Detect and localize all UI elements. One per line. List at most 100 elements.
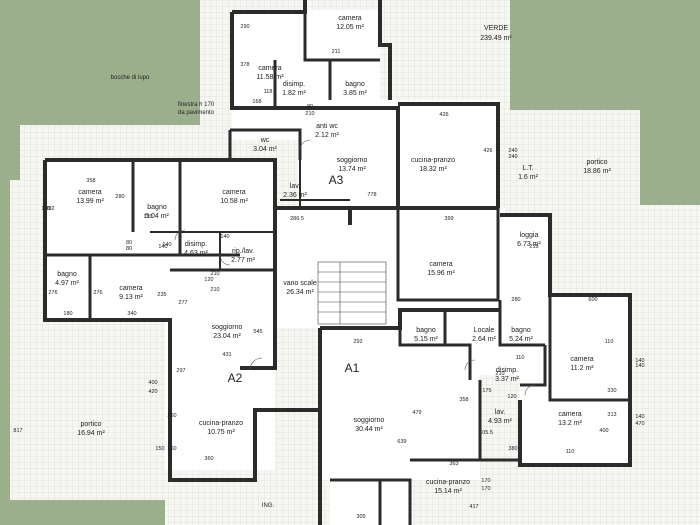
dimension-label: 276: [93, 290, 102, 296]
room-area-cucina-a2: 10.75 m²: [207, 429, 235, 436]
dimension-label: 313: [607, 412, 616, 418]
dimension-label: 276: [48, 290, 57, 296]
room-name-camera-a2-3: camera: [119, 285, 142, 292]
room-area-disimp-a2: 4.63 m²: [184, 250, 208, 257]
dimension-label: 420: [148, 389, 157, 395]
note-finestra-2: da pavimento: [178, 110, 215, 116]
room-area-vano-scale: 26.34 m²: [286, 289, 314, 296]
unit-label-a1: A1: [345, 361, 360, 375]
dimension-label: 399: [444, 216, 453, 222]
room-name-cucina-a2: cucina-pranzo: [199, 420, 243, 427]
room-name-camera-a3: camera: [258, 65, 281, 72]
dimension-label: 639: [397, 439, 406, 445]
room-name-camera-a2-2: camera: [222, 189, 245, 196]
room-area-soggiorno-a1: 30.44 m²: [355, 426, 383, 433]
room-name-disimp-a2: disimp.: [185, 241, 207, 248]
dimension-label: 286.5: [290, 216, 304, 222]
room-name-camera-top: camera: [338, 15, 361, 22]
room-area-portico-a2: 16.94 m²: [77, 430, 105, 437]
dimension-label: 426: [483, 148, 492, 154]
dimension-label: 80: [126, 240, 132, 246]
dimension-label: 140: [635, 414, 644, 420]
green-area-value: 239.49 m²: [480, 35, 512, 42]
room-name-loggia: loggia: [520, 232, 539, 239]
dimension-label: 479: [412, 410, 421, 416]
dimension-label: 280: [511, 297, 520, 303]
dimension-label: 240: [508, 154, 517, 160]
room-name-rip-a2: rip./lav.: [232, 248, 254, 255]
note-bocche: bocche di lupo: [111, 75, 150, 81]
dimension-label: 290: [240, 24, 249, 30]
room-area-camera-a2-1: 13.99 m²: [76, 198, 104, 205]
dimension-label: 363: [449, 461, 458, 467]
room-area-camera-a1-2: 11.2 m²: [570, 365, 594, 372]
room-name-antiwc-a3: anti wc: [316, 123, 338, 130]
note-finestra-1: finestra h 170: [178, 102, 215, 108]
dimension-label: 140: [158, 244, 167, 250]
room-name-camera-a2-1: camera: [78, 189, 101, 196]
dimension-label: 140: [162, 242, 171, 248]
room-name-disimp-a3: disimp.: [283, 81, 305, 88]
dimension-label: 340: [127, 311, 136, 317]
room-name-bagno-a1-2: bagno: [511, 327, 531, 334]
dimension-label: 170: [481, 486, 490, 492]
room-name-cucina-a3: cucina-pranzo: [411, 157, 455, 164]
dimension-label: 105.5: [479, 430, 493, 436]
dimension-label: 180: [63, 311, 72, 317]
dimension-label: 120: [143, 214, 152, 220]
dimension-label: 215: [529, 244, 538, 250]
dimension-label: 140: [635, 358, 644, 364]
dimension-label: 140: [220, 234, 229, 240]
dimension-label: 110: [605, 339, 614, 345]
room-area-loggia: 6.73 m²: [517, 241, 541, 248]
room-area-antiwc-a3: 2.12 m²: [315, 132, 339, 139]
room-name-disimp-a1: disimp.: [496, 367, 518, 374]
dimension-label: 297: [176, 368, 185, 374]
room-name-cucina-a1: cucina-pranzo: [426, 479, 470, 486]
room-name-soggiorno-a2: soggiorno: [212, 324, 243, 331]
dimension-label: 168: [252, 99, 261, 105]
note-entrance: ING.: [262, 503, 275, 509]
dimension-label: 210: [210, 271, 219, 277]
dimension-label: 80: [126, 246, 132, 252]
room-area-bagno-a3: 3.85 m²: [343, 90, 367, 97]
room-area-wc-a3: 3.04 m²: [253, 146, 277, 153]
dimension-label: 110: [566, 449, 575, 455]
dimension-label: 110: [516, 355, 525, 361]
room-name-vano-scale: vano scale: [283, 280, 317, 287]
room-name-camera-a1-2: camera: [570, 356, 593, 363]
unit-label-a3: A3: [329, 173, 344, 187]
room-name-bagno-a2-1: bagno: [147, 204, 167, 211]
dimension-label: 240: [508, 148, 517, 154]
room-name-locale-a1: Locale: [474, 327, 495, 334]
room-name-soggiorno-a1: soggiorno: [354, 417, 385, 424]
dimension-label: 211: [332, 49, 341, 55]
dimension-label: 417: [469, 504, 478, 510]
room-area-lav-a3: 2.36 m²: [283, 192, 307, 199]
room-name-soggiorno-a3: soggiorno: [337, 157, 368, 164]
room-name-bagno-a1-1: bagno: [416, 327, 436, 334]
room-name-bagno-a2-2: bagno: [57, 271, 77, 278]
room-name-bagno-a3: bagno: [345, 81, 365, 88]
dimension-label: 170: [481, 478, 490, 484]
room-area-rip-a2: 2.77 m²: [231, 257, 255, 264]
room-area-bagno-a1-1: 5.15 m²: [414, 336, 438, 343]
room-area-camera-a1-1: 15.96 m²: [427, 270, 455, 277]
room-name-lt-a3: L.T.: [522, 165, 533, 172]
room-area-cucina-a1: 15.14 m²: [434, 488, 462, 495]
room-area-portico-a3: 18.86 m²: [583, 168, 611, 175]
dimension-label: 358: [459, 397, 468, 403]
room-area-lav-a1: 4.93 m²: [488, 418, 512, 425]
room-area-camera-a3: 11.58 m²: [256, 74, 284, 81]
dimension-label: 400: [599, 428, 608, 434]
unit-label-a2: A2: [228, 371, 243, 385]
dimension-label: 545: [253, 329, 262, 335]
dimension-label: 210: [210, 287, 219, 293]
room-name-portico-a2: portico: [80, 421, 101, 428]
dimension-label: 431: [222, 352, 231, 358]
dimension-label: 180: [41, 206, 50, 212]
room-area-locale-a1: 2.64 m²: [472, 336, 496, 343]
dimension-label: 426: [439, 112, 448, 118]
room-area-camera-top: 12.05 m²: [336, 24, 364, 31]
